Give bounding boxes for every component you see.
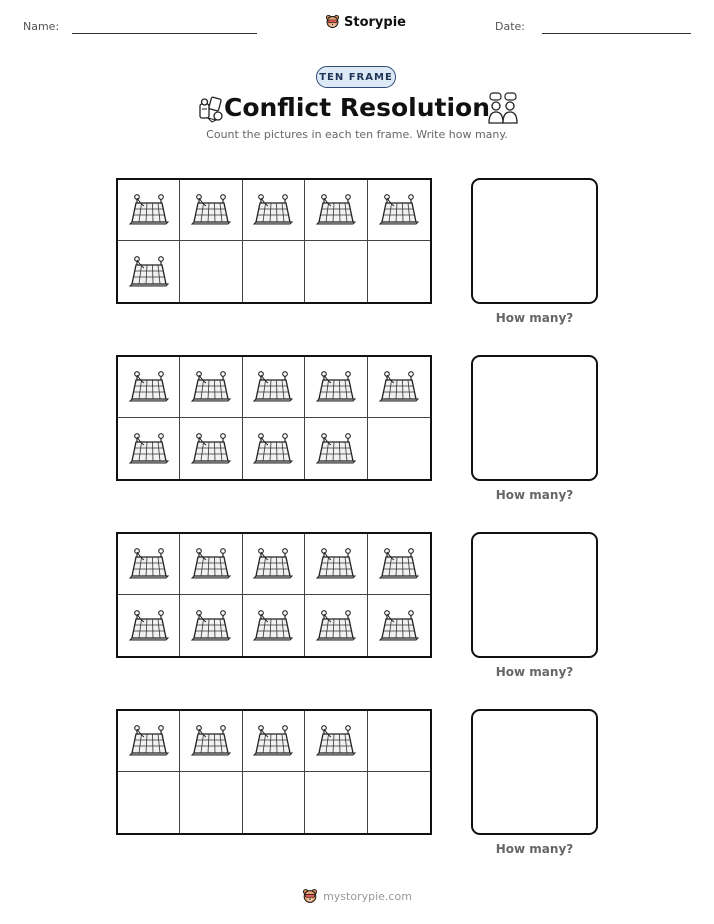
ten-frame-cell	[242, 711, 306, 772]
two-people-talking-icon	[488, 92, 518, 124]
page-header: Name: Storypie Date:	[0, 0, 714, 50]
ten-frame-cell	[180, 418, 243, 479]
ten-frame-cell	[118, 772, 181, 833]
playground-sandbox-icon	[315, 371, 357, 402]
answer-box[interactable]	[471, 355, 598, 481]
ten-frame-cell	[243, 772, 306, 833]
playground-sandbox-icon	[190, 609, 232, 640]
ten-frame-cell	[180, 180, 243, 241]
date-line[interactable]	[542, 33, 691, 34]
playground-sandbox-icon	[128, 371, 169, 402]
ten-frame-cell	[180, 772, 243, 833]
playground-sandbox-icon	[190, 432, 232, 463]
playground-sandbox-icon	[128, 609, 169, 640]
ten-frame	[116, 532, 432, 658]
toys-icon	[199, 96, 223, 123]
playground-sandbox-icon	[253, 548, 294, 579]
ten-frame-cell	[180, 534, 243, 595]
playground-sandbox-icon	[315, 194, 357, 225]
how-many-label: How many?	[495, 311, 574, 325]
name-label: Name:	[23, 20, 60, 33]
how-many-label: How many?	[495, 842, 574, 856]
ten-frame-cell	[367, 534, 430, 595]
playground-sandbox-icon	[315, 432, 357, 463]
playground-sandbox-icon	[253, 609, 294, 640]
title-row: Conflict Resolution	[0, 90, 714, 126]
playground-sandbox-icon	[190, 371, 232, 402]
ten-frame-cell	[305, 418, 368, 479]
ten-frame-cell	[118, 534, 181, 595]
ten-frame-cell	[305, 595, 368, 656]
ten-frame-cell	[118, 418, 181, 479]
ten-frame-cell	[368, 418, 430, 479]
ten-frame-cell	[118, 241, 181, 302]
worksheet-type-badge: TEN FRAME	[316, 66, 396, 88]
page-footer: mystorypie.com	[0, 884, 714, 908]
ten-frame-cell	[118, 595, 181, 656]
playground-sandbox-icon	[253, 194, 294, 225]
ten-frame	[116, 355, 432, 481]
ten-frame	[116, 709, 432, 835]
ten-frame-cell	[367, 180, 430, 241]
instructions: Count the pictures in each ten frame. Wr…	[206, 128, 508, 141]
playground-sandbox-icon	[128, 725, 169, 756]
playground-sandbox-icon	[128, 548, 169, 579]
ten-frame-cell	[367, 357, 430, 418]
ten-frame-cell	[118, 711, 181, 772]
footer-url[interactable]: mystorypie.com	[323, 889, 412, 903]
ten-frame-cell	[305, 772, 368, 833]
date-label: Date:	[495, 20, 525, 33]
answer-box[interactable]	[471, 532, 598, 658]
answer-box[interactable]	[471, 709, 598, 835]
page-title: Conflict Resolution	[223, 93, 490, 122]
ten-frame-cell	[305, 241, 368, 302]
ten-frame-cell	[180, 241, 243, 302]
playground-sandbox-icon	[253, 432, 294, 463]
ten-frame-cell	[180, 711, 243, 772]
playground-sandbox-icon	[315, 548, 357, 579]
ten-frame-cell	[243, 595, 306, 656]
how-many-label: How many?	[495, 665, 574, 679]
ten-frame-cell	[368, 595, 430, 656]
playground-sandbox-icon	[315, 725, 357, 756]
ten-frame-cell	[118, 357, 181, 418]
playground-sandbox-icon	[378, 548, 420, 579]
playground-sandbox-icon	[190, 725, 232, 756]
ten-frame-cell	[368, 241, 430, 302]
ten-frame-cell	[242, 357, 306, 418]
playground-sandbox-icon	[253, 371, 294, 402]
playground-sandbox-icon	[378, 371, 420, 402]
ten-frame-cell	[305, 180, 368, 241]
answer-box[interactable]	[471, 178, 598, 304]
ten-frame-cell	[305, 357, 368, 418]
playground-sandbox-icon	[315, 609, 357, 640]
ten-frame-cell	[243, 418, 306, 479]
playground-sandbox-icon	[128, 255, 169, 286]
name-line[interactable]	[72, 33, 257, 34]
ten-frame-cell	[243, 241, 306, 302]
playground-sandbox-icon	[378, 609, 420, 640]
ten-frame-cell	[305, 711, 368, 772]
brand-name: Storypie	[344, 14, 406, 30]
brand: Storypie	[325, 14, 406, 30]
how-many-label: How many?	[495, 488, 574, 502]
playground-sandbox-icon	[253, 725, 294, 756]
ten-frame-cell	[242, 534, 306, 595]
ten-frame-cell	[368, 772, 430, 833]
ten-frame-cell	[242, 180, 306, 241]
playground-sandbox-icon	[190, 194, 232, 225]
ten-frame-cell	[305, 534, 368, 595]
playground-sandbox-icon	[128, 194, 169, 225]
ten-frame-cell	[180, 357, 243, 418]
ten-frame	[116, 178, 432, 304]
playground-sandbox-icon	[128, 432, 169, 463]
ten-frame-cell	[180, 595, 243, 656]
storypie-bear-icon	[303, 888, 318, 903]
playground-sandbox-icon	[190, 548, 232, 579]
playground-sandbox-icon	[378, 194, 420, 225]
ten-frame-cell	[118, 180, 181, 241]
storypie-bear-icon	[325, 14, 340, 28]
ten-frame-cell	[367, 711, 430, 772]
